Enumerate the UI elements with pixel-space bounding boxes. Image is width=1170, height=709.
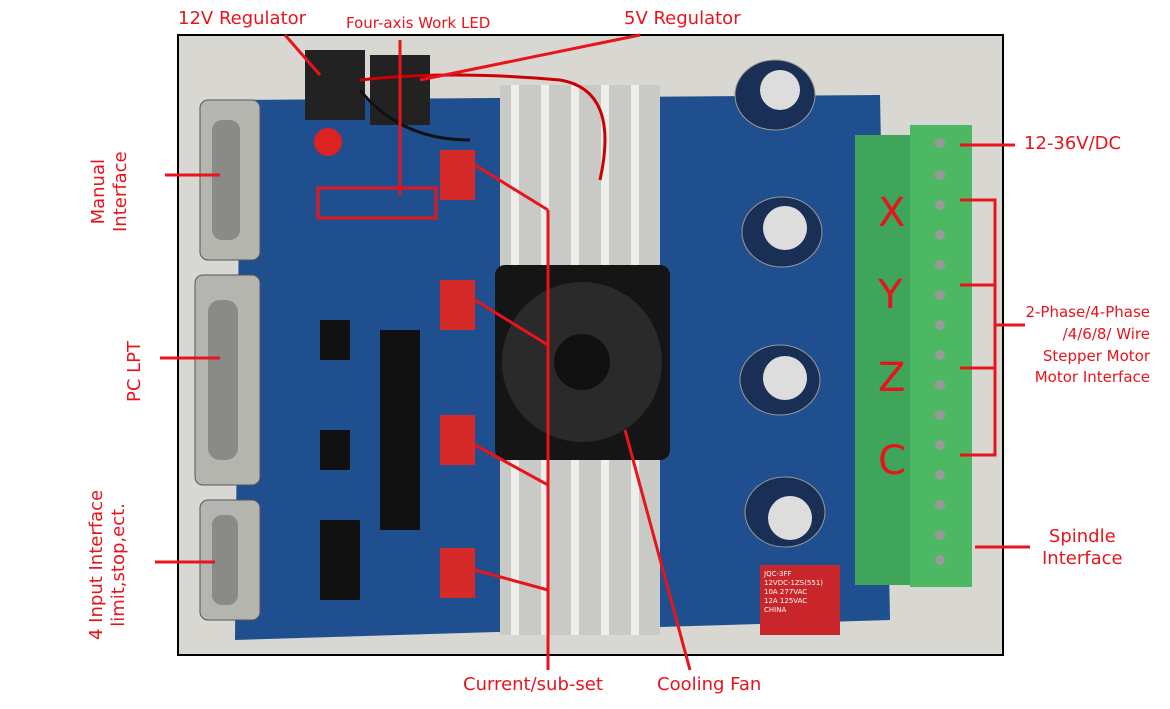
label-current-subset: Current/sub-set	[463, 674, 603, 695]
axis-label-c: C	[878, 438, 906, 484]
label-power: 12-36V/DC	[1024, 133, 1122, 154]
db9-input-connector	[199, 499, 261, 621]
label-cooling-fan: Cooling Fan	[657, 674, 762, 695]
axis-label-y: Y	[878, 272, 903, 318]
label-12v-regulator: 12V Regulator	[178, 8, 307, 29]
capacitor	[314, 128, 342, 156]
label-pc-lpt: PC LPT	[124, 340, 145, 402]
axis-label-z: Z	[878, 355, 906, 401]
db25-lpt-connector	[194, 274, 261, 486]
label-5v-regulator: 5V Regulator	[624, 8, 741, 29]
regulator-12v	[305, 50, 365, 120]
annotation-lines	[155, 33, 1030, 671]
terminal-blocks	[855, 125, 972, 587]
optocoupler-array	[320, 320, 420, 600]
cooling-fan	[495, 265, 670, 460]
dip-switches	[440, 150, 475, 598]
axis-label-x: X	[878, 190, 906, 236]
relay	[760, 565, 840, 635]
db25-manual-connector	[199, 99, 261, 261]
label-work-led: Four-axis Work LED	[346, 14, 491, 32]
led-highlight-box	[316, 186, 438, 220]
